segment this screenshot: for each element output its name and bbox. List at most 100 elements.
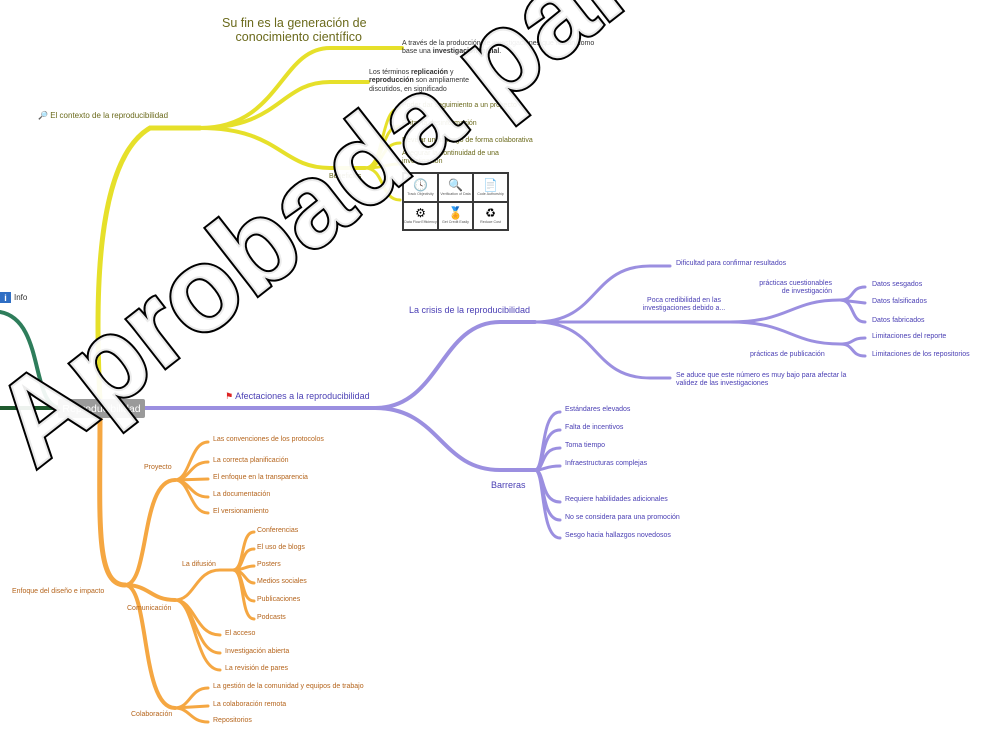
- crisis-item[interactable]: Dificultad para confirmar resultados: [676, 260, 787, 267]
- clock-glyph: 🕓: [413, 177, 428, 192]
- node-a-traves-part: base una: [402, 48, 433, 56]
- node-terminos-a: Los términos: [369, 69, 412, 76]
- barrera-item[interactable]: Sesgo hacia hallazgos novedosos: [565, 532, 671, 539]
- comunicacion-item[interactable]: El acceso: [225, 630, 256, 637]
- node-colaboracion[interactable]: Colaboración: [131, 711, 173, 718]
- node-terminos[interactable]: Los términos replicación y reproducción …: [369, 69, 469, 94]
- branch-contexto[interactable]: 🔎 El contexto de la reproducibilidad: [38, 111, 168, 121]
- difusion-item[interactable]: Medios sociales: [257, 578, 307, 585]
- clock-icon: 🕓Track Objectivity: [404, 174, 437, 201]
- benefits-image: 🕓Track Objectivity 🔍Verification of Data…: [402, 172, 509, 231]
- benefit-item[interactable]: Revisar un hallazgo de forma colaborativ…: [402, 137, 533, 144]
- barrera-item[interactable]: Falta de incentivos: [565, 424, 624, 431]
- difusion-item[interactable]: Posters: [257, 561, 281, 568]
- practicas-cuest-line2: de investigación: [781, 288, 832, 296]
- node-barreras[interactable]: Barreras: [491, 480, 526, 490]
- yellow-trunk: [95, 125, 203, 403]
- benefit-item[interactable]: Poder dar seguimiento a un proyecto: [402, 102, 517, 109]
- branch-contexto-label: El contexto de la reproducibilidad: [50, 111, 169, 120]
- network-icon: ⚙Data Flow Efficiency: [404, 202, 437, 229]
- datos-item[interactable]: Datos fabricados: [872, 317, 925, 324]
- branch-afectaciones-label: Afectaciones a la reproducibilidad: [235, 391, 370, 401]
- node-terminos-b: replicación: [411, 69, 448, 76]
- datos-item[interactable]: Datos sesgados: [872, 281, 923, 288]
- difusion-item[interactable]: Conferencias: [257, 527, 299, 534]
- green-branch: [0, 310, 62, 410]
- practicas-cuest-line1: prácticas cuestionables: [759, 280, 832, 287]
- crisis-aduce-line2: validez de las investigaciones: [676, 380, 769, 388]
- central-node[interactable]: Reproducibilidad: [58, 399, 145, 418]
- proyecto-item[interactable]: El versionamiento: [213, 508, 269, 515]
- proyecto-item[interactable]: La correcta planificación: [213, 457, 289, 464]
- node-terminos-c: y: [448, 69, 454, 76]
- recycle-icon: ♻Reduce Cost: [474, 202, 507, 229]
- magnifier-glyph: 🔍: [448, 177, 463, 192]
- crisis-credibilidad-line2: investigaciones debido a...: [642, 305, 726, 313]
- datos-item[interactable]: Datos falsificados: [872, 298, 927, 305]
- document-glyph: 📄: [483, 177, 498, 192]
- info-label[interactable]: Info: [14, 293, 28, 302]
- node-a-traves-end: .: [499, 48, 502, 56]
- colaboracion-item[interactable]: Repositorios: [213, 717, 252, 724]
- network-caption: Data Flow Efficiency: [404, 220, 437, 225]
- info-icon[interactable]: i: [0, 292, 11, 303]
- orange-trunk: [97, 413, 128, 588]
- barrera-item[interactable]: Infraestructuras complejas: [565, 460, 648, 467]
- branch-afectaciones[interactable]: ⚑ Afectaciones a la reproducibilidad: [225, 391, 370, 402]
- node-a-traves-bold: investigación inicial: [432, 48, 500, 56]
- document-icon: 📄Code Authorship: [474, 174, 507, 201]
- magnifier-icon: 🔍Verification of Data: [439, 174, 472, 201]
- comunicacion-item[interactable]: Investigación abierta: [225, 648, 290, 655]
- branch-enfoque[interactable]: Enfoque del diseño e impacto: [12, 588, 105, 595]
- crisis-aduce-line1: Se aduce que este número es muy bajo par…: [676, 372, 847, 379]
- limitaciones-item[interactable]: Limitaciones del reporte: [872, 333, 947, 340]
- proyecto-item[interactable]: El enfoque en la transparencia: [213, 474, 308, 481]
- node-difusion[interactable]: La difusión: [182, 561, 216, 568]
- central-label: Reproducibilidad: [62, 402, 141, 415]
- recycle-caption: Reduce Cost: [480, 220, 501, 225]
- barrera-item[interactable]: No se considera para una promoción: [565, 514, 680, 521]
- barrera-item[interactable]: Estándares elevados: [565, 406, 631, 413]
- node-terminos-f: discutidos, en significado: [369, 85, 447, 93]
- award-caption: Get Credit Easily: [442, 220, 469, 225]
- network-glyph: ⚙: [415, 206, 426, 221]
- node-terminos-d: reproducción: [369, 77, 414, 85]
- flag-icon: ⚑: [225, 391, 234, 401]
- crisis-item-aduce[interactable]: Se aduce que este número es muy bajo par…: [676, 372, 846, 389]
- node-fin-line2: conocimiento científico: [235, 30, 362, 45]
- proyecto-item[interactable]: Las convenciones de los protocolos: [213, 436, 324, 443]
- benefit-item[interactable]: Evitar la desinformación: [402, 120, 477, 127]
- proyecto-item[interactable]: La documentación: [213, 491, 271, 498]
- node-a-traves[interactable]: A través de la producción de investigaci…: [402, 40, 594, 57]
- benefit-item-multiline[interactable]: Asegurar la continuidad de una investiga…: [402, 150, 499, 167]
- clock-caption: Track Objectivity: [407, 191, 434, 196]
- crisis-credibilidad-line1: Poca credibilidad en las: [647, 297, 721, 304]
- document-caption: Code Authorship: [477, 191, 504, 196]
- node-a-traves-line1: A través de la producción de investigaci…: [402, 40, 595, 47]
- recycle-glyph: ♻: [485, 206, 496, 221]
- difusion-item[interactable]: El uso de blogs: [257, 544, 305, 551]
- node-beneficios[interactable]: Beneficios: [329, 173, 362, 180]
- award-glyph: 🏅: [448, 206, 463, 221]
- node-practicas-cuestionables[interactable]: prácticas cuestionables de investigación: [752, 280, 832, 297]
- colaboracion-item[interactable]: La gestión de la comunidad y equipos de …: [213, 683, 364, 690]
- magnifier-icon: 🔎: [38, 111, 48, 120]
- node-crisis[interactable]: La crisis de la reproducibilidad: [409, 305, 531, 315]
- node-fin-line1: Su fin es la generación de: [222, 16, 367, 30]
- benefit-line2: investigación: [402, 158, 443, 166]
- limitaciones-item[interactable]: Limitaciones de los repositorios: [872, 351, 970, 358]
- node-proyecto[interactable]: Proyecto: [144, 464, 172, 471]
- comunicacion-item[interactable]: La revisión de pares: [225, 665, 289, 672]
- node-comunicacion[interactable]: Comunicación: [127, 605, 172, 612]
- node-terminos-e: son ampliamente: [413, 77, 469, 85]
- node-fin-generacion[interactable]: Su fin es la generación de conocimiento …: [222, 16, 367, 45]
- benefit-line1: Asegurar la continuidad de una: [402, 150, 499, 157]
- difusion-item[interactable]: Podcasts: [257, 614, 286, 621]
- difusion-item[interactable]: Publicaciones: [257, 596, 301, 603]
- colaboracion-item[interactable]: La colaboración remota: [213, 701, 287, 708]
- barrera-item[interactable]: Toma tiempo: [565, 442, 606, 449]
- crisis-item-credibilidad[interactable]: Poca credibilidad en las investigaciones…: [638, 297, 730, 314]
- node-practicas-publicacion[interactable]: prácticas de publicación: [750, 351, 825, 358]
- barrera-item[interactable]: Requiere habilidades adicionales: [565, 496, 668, 503]
